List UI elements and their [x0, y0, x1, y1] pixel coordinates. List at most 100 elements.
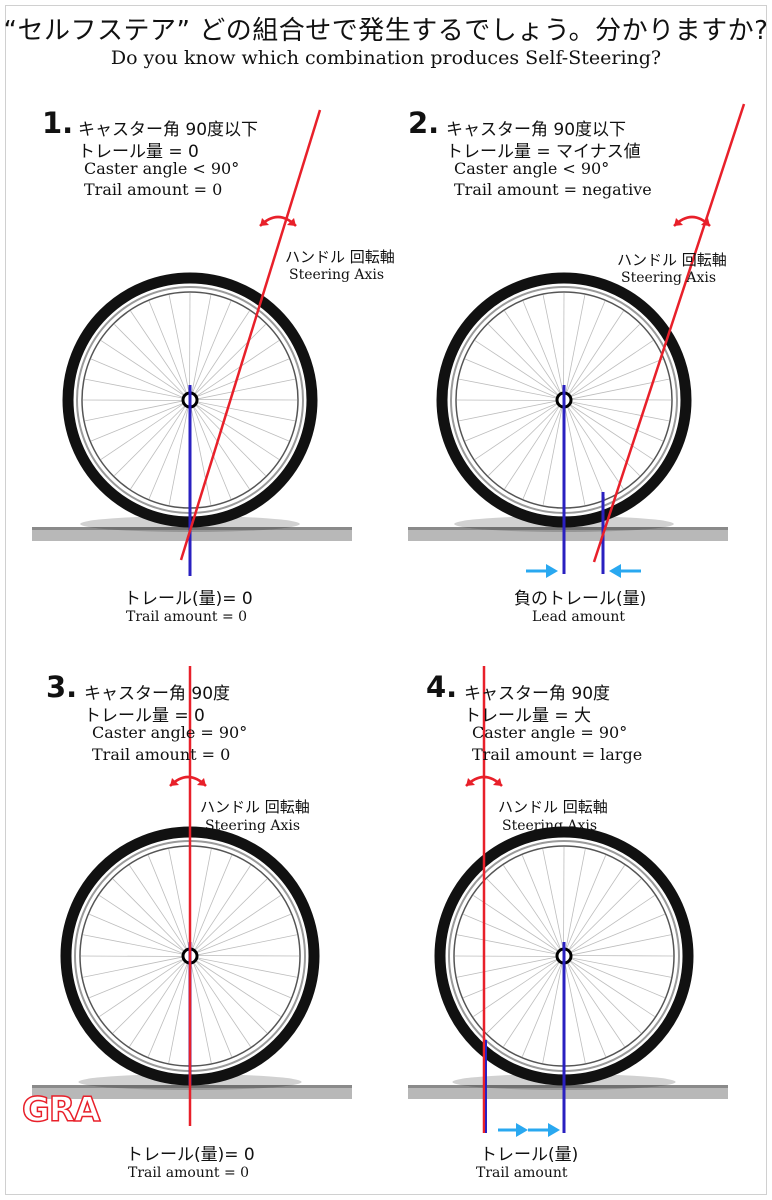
spoke: [566, 865, 625, 954]
rotation-arrow-head: [260, 218, 269, 226]
spoke: [474, 340, 562, 398]
spoke: [99, 895, 188, 954]
panel-2: 2. キャスター角 90度以下 トレール量 = マイナス値 Caster ang…: [374, 100, 760, 640]
gra-logo: GRA: [21, 1089, 101, 1131]
spoke: [89, 957, 187, 999]
rotation-arrow-head: [493, 778, 502, 786]
spoke: [193, 956, 291, 999]
spoke: [112, 878, 188, 954]
steering-axis-jp: ハンドル 回転軸: [498, 798, 608, 816]
steering-axis-en: Steering Axis: [205, 818, 301, 834]
spoke: [458, 378, 561, 400]
spoke: [190, 294, 212, 397]
spoke: [130, 402, 188, 490]
ground-edge: [408, 527, 728, 530]
spoke: [522, 403, 564, 500]
spoke: [90, 401, 187, 442]
panel-1-illustration: [32, 109, 352, 576]
spoke: [504, 310, 563, 397]
spoke: [542, 849, 565, 953]
spoke: [567, 400, 664, 442]
spoke: [457, 955, 561, 978]
trail-arrow-head: [516, 1123, 528, 1137]
spoke: [89, 913, 187, 956]
ground: [408, 1085, 728, 1099]
spoke: [112, 958, 188, 1034]
spokes: [456, 292, 672, 508]
spoke: [193, 895, 281, 955]
panel-number: 2.: [408, 106, 440, 140]
spoke: [521, 855, 563, 953]
bottom-label-en: Trail amount = 0: [126, 609, 248, 625]
caster-angle-jp: キャスター角 90度以下: [446, 120, 627, 140]
spoke: [566, 310, 624, 398]
spoke: [192, 865, 251, 954]
spoke: [542, 959, 564, 1063]
spokes: [454, 846, 674, 1066]
caster-angle-en: Caster angle = 90°: [472, 723, 628, 742]
spoke: [99, 957, 187, 1017]
spoke: [189, 959, 212, 1063]
rotation-arrow-head: [674, 218, 683, 226]
steering-axis-line: [179, 109, 322, 561]
spoke: [565, 403, 624, 490]
caster-angle-en: Caster angle < 90°: [84, 159, 240, 178]
spoke: [193, 400, 296, 422]
spoke: [84, 399, 187, 422]
spoke: [193, 934, 297, 957]
spoke: [100, 401, 187, 460]
trail-amount-en: Trail amount = negative: [454, 180, 652, 199]
bottom-label-jp: 負のトレール(量): [514, 589, 647, 609]
trail-arrow-head: [546, 564, 558, 578]
spoke: [563, 403, 586, 506]
spoke: [542, 403, 564, 506]
spoke: [168, 849, 191, 953]
spoke: [130, 310, 189, 397]
steering-axis-jp: ハンドル 回転軸: [285, 248, 395, 266]
spoke: [148, 403, 190, 500]
spoke: [190, 849, 212, 953]
spoke: [457, 934, 561, 956]
spoke: [463, 957, 561, 999]
ground: [32, 1085, 352, 1099]
panel-number: 3.: [46, 670, 78, 704]
trail-amount-jp: トレール量 = 0: [78, 142, 199, 162]
spoke: [190, 300, 232, 397]
panel-2-illustration: [408, 103, 746, 578]
rotation-arrow-head: [466, 778, 475, 786]
spoke: [563, 959, 586, 1063]
title-japanese: “セルフステア” どの組合せで発生するでしょう。分かりますか?: [3, 16, 769, 46]
trail-amount-en: Trail amount = 0: [92, 745, 231, 764]
spoke: [565, 959, 607, 1057]
spoke: [566, 878, 642, 954]
panel-4: 4. キャスター角 90度 トレール量 = 大 Caster angle = 9…: [374, 660, 760, 1200]
spoke: [564, 849, 586, 953]
caster-angle-jp: キャスター角 90度: [84, 684, 231, 704]
spoke: [464, 401, 561, 442]
trail-arrow-head: [609, 564, 621, 578]
trail-amount-jp: トレール量 = マイナス値: [446, 142, 641, 162]
spoke: [192, 324, 266, 398]
spoke: [486, 958, 562, 1034]
spoke: [566, 958, 642, 1034]
spoke: [193, 358, 290, 399]
spoke: [168, 294, 191, 397]
spoke: [464, 358, 561, 400]
spoke: [566, 402, 654, 460]
panel-number: 1.: [42, 106, 74, 140]
panel-3: 3. キャスター角 90度 トレール量 = 0 Caster angle = 9…: [0, 660, 386, 1200]
rotation-arrow-head: [197, 778, 206, 786]
caster-angle-jp: キャスター角 90度: [464, 684, 611, 704]
spoke: [83, 955, 187, 978]
spoke: [191, 403, 250, 490]
spoke: [564, 300, 606, 397]
spoke: [192, 310, 250, 398]
spoke: [192, 402, 266, 476]
spoke: [473, 957, 561, 1017]
spoke: [192, 958, 268, 1034]
spoke: [192, 402, 280, 460]
panel-1: 1. キャスター角 90度以下 トレール量 = 0 Caster angle <…: [0, 100, 395, 640]
spoke: [522, 300, 563, 397]
spoke: [503, 865, 563, 953]
spoke: [193, 913, 291, 955]
